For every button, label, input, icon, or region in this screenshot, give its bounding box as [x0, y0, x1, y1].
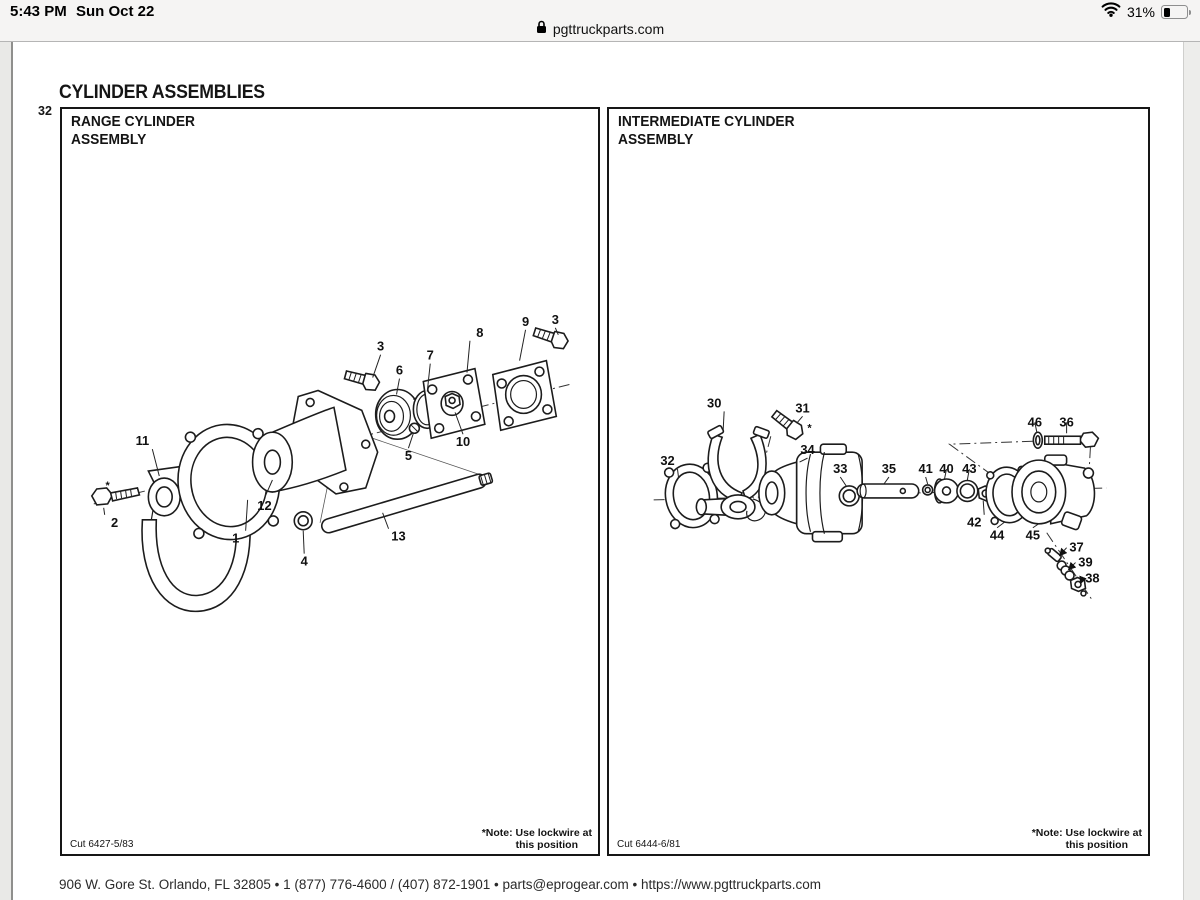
- page-title: CYLINDER ASSEMBLIES: [59, 82, 265, 103]
- cylinder-cover-9-drawing: [491, 359, 558, 432]
- piston-nut-10-drawing: [444, 392, 461, 410]
- lock-icon: [536, 20, 547, 37]
- svg-text:7: 7: [427, 348, 434, 363]
- piston-40-drawing: [933, 478, 960, 504]
- range-lockwire-note: *Note: Use lockwire at this position: [482, 827, 592, 851]
- status-date: Sun Oct 22: [76, 3, 155, 20]
- battery-icon: [1161, 5, 1191, 19]
- range-panel-title-line2: ASSEMBLY: [71, 132, 147, 148]
- url-text[interactable]: pgttruckparts.com: [552, 20, 665, 37]
- cover-bolt-3-left-drawing: [343, 370, 381, 391]
- intermediate-lockwire-note: *Note: Use lockwire at this position: [1032, 827, 1142, 851]
- svg-text:30: 30: [707, 395, 721, 410]
- svg-text:43: 43: [962, 461, 976, 476]
- svg-text:35: 35: [882, 461, 896, 476]
- range-centerline: [93, 383, 574, 505]
- svg-text:3: 3: [552, 312, 559, 327]
- cylinder-housing-34-drawing: [758, 443, 864, 543]
- svg-text:1: 1: [232, 531, 239, 546]
- svg-text:9: 9: [522, 314, 529, 329]
- svg-text:44: 44: [990, 528, 1005, 543]
- scan-left-edge: [0, 42, 13, 900]
- status-time: 5:43 PM: [10, 3, 67, 20]
- svg-text:8: 8: [476, 325, 483, 340]
- fitting-nut-38-drawing: [1069, 576, 1087, 597]
- svg-text:2: 2: [111, 515, 118, 530]
- svg-text:36: 36: [1059, 414, 1073, 429]
- svg-text:39: 39: [1078, 555, 1092, 570]
- lock-washer-46-drawing: [1032, 431, 1044, 449]
- range-cut-reference: Cut 6427-5/83: [70, 839, 134, 850]
- svg-text:12: 12: [257, 498, 271, 513]
- svg-text:13: 13: [391, 529, 405, 544]
- svg-text:37: 37: [1069, 540, 1083, 555]
- o-ring-33-drawing: [838, 485, 860, 507]
- range-panel-title-line1: RANGE CYLINDER: [71, 114, 195, 130]
- intermediate-cut-reference: Cut 6444-6/81: [617, 839, 681, 850]
- spring-39-drawing: [1056, 560, 1075, 581]
- battery-cap: [1188, 9, 1191, 15]
- site-footer-contact: 906 W. Gore St. Orlando, FL 32805 • 1 (8…: [58, 877, 822, 892]
- svg-text:3: 3: [377, 339, 384, 354]
- o-ring-4-drawing: [293, 511, 313, 531]
- cylinder-housing-12-drawing: [251, 389, 379, 495]
- svg-text:6: 6: [396, 363, 403, 378]
- svg-text:46: 46: [1028, 414, 1042, 429]
- mounting-bolt-2-drawing: [90, 487, 141, 506]
- browser-chrome: 5:43 PM Sun Oct 22 31% pgttruckparts.com: [0, 0, 1200, 42]
- svg-text:11: 11: [136, 433, 150, 448]
- svg-text:34: 34: [800, 442, 815, 457]
- intermediate-note-line2: this position: [1065, 839, 1128, 851]
- svg-text:41: 41: [918, 461, 932, 476]
- status-right-cluster: 31%: [1101, 2, 1191, 22]
- retainer-5-drawing: [408, 422, 421, 435]
- intermediate-panel-title-line1: INTERMEDIATE CYLINDER: [618, 114, 795, 130]
- battery-percent: 31%: [1126, 4, 1155, 20]
- svg-text:40: 40: [939, 461, 953, 476]
- cover-bolt-3-right-drawing: [532, 327, 569, 350]
- svg-text:5: 5: [405, 448, 412, 463]
- svg-text:*: *: [106, 480, 111, 492]
- svg-text:33: 33: [833, 461, 847, 476]
- address-bar[interactable]: pgttruckparts.com: [0, 20, 1200, 37]
- intermediate-note-line1: *Note: Use lockwire at: [1031, 827, 1142, 839]
- range-note-line2: this position: [515, 839, 578, 851]
- intermediate-panel-title: INTERMEDIATE CYLINDER ASSEMBLY: [618, 113, 795, 149]
- lockwire-bolt-31-drawing: [770, 409, 804, 441]
- washer-41-drawing: [921, 484, 934, 496]
- svg-text:4: 4: [301, 554, 309, 569]
- page-number: 32: [38, 104, 52, 118]
- scan-right-edge: [1183, 42, 1200, 900]
- o-ring-43-drawing: [956, 479, 979, 503]
- svg-text:42: 42: [967, 515, 981, 530]
- svg-text:38: 38: [1085, 570, 1099, 585]
- cover-bolt-36-drawing: [1043, 431, 1100, 449]
- shift-shaft-13-drawing: [320, 472, 494, 534]
- range-panel-title: RANGE CYLINDER ASSEMBLY: [71, 113, 195, 149]
- svg-text:10: 10: [456, 434, 470, 449]
- battery-fill: [1163, 7, 1170, 17]
- bleeder-fitting-37-drawing: [1044, 547, 1062, 563]
- svg-text:45: 45: [1026, 528, 1040, 543]
- svg-text:31: 31: [795, 400, 809, 415]
- svg-text:*: *: [807, 422, 812, 434]
- piston-rod-35-drawing: [856, 483, 920, 499]
- wifi-icon: [1101, 2, 1121, 22]
- range-note-line1: *Note: Use lockwire at: [481, 827, 592, 839]
- svg-text:32: 32: [660, 453, 674, 468]
- cylinder-cover-45-drawing: [1011, 454, 1096, 531]
- intermediate-panel-title-line2: ASSEMBLY: [618, 132, 694, 148]
